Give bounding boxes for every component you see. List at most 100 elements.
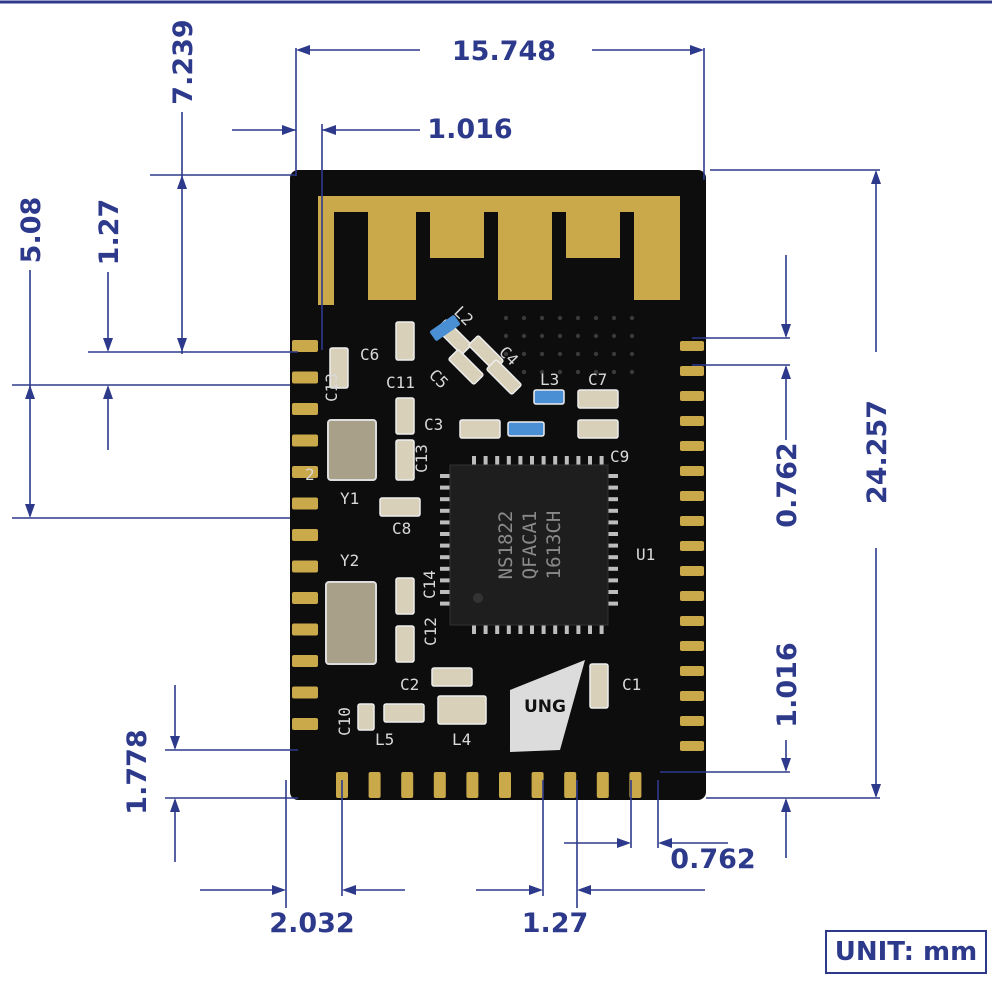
dim-bottom-pitch: 1.27 bbox=[522, 908, 589, 939]
left-pads bbox=[292, 340, 318, 730]
chip-pin bbox=[440, 532, 450, 536]
via bbox=[521, 333, 527, 339]
dimension-labels: 15.748 7.239 1.016 5.08 1.27 0.762 24.25… bbox=[16, 19, 893, 939]
left-pad bbox=[292, 340, 318, 352]
chip-pin bbox=[553, 456, 558, 466]
left-pad bbox=[292, 466, 318, 478]
chip-pin bbox=[541, 456, 546, 466]
via bbox=[575, 315, 581, 321]
chip-pin1-dot bbox=[473, 593, 483, 603]
smd-component bbox=[507, 421, 545, 437]
right-pad bbox=[680, 566, 704, 576]
silk-c6: C6 bbox=[360, 345, 379, 364]
silk-l5: L5 bbox=[375, 730, 394, 749]
chip-pin bbox=[608, 532, 618, 536]
left-pad bbox=[292, 403, 318, 415]
chip-pin bbox=[576, 456, 581, 466]
bottom-pad bbox=[629, 772, 642, 798]
chip-pin bbox=[440, 590, 450, 594]
silk-c1: C1 bbox=[622, 675, 641, 694]
via bbox=[503, 333, 509, 339]
chip-pin bbox=[608, 543, 618, 548]
right-pad bbox=[680, 391, 704, 401]
dim-right-bottom: 1.016 bbox=[772, 642, 803, 727]
via bbox=[575, 351, 581, 357]
smd-component bbox=[395, 397, 415, 435]
chip-pin bbox=[483, 456, 488, 466]
via bbox=[629, 315, 635, 321]
chip-pin bbox=[588, 624, 592, 634]
via bbox=[611, 369, 617, 375]
chip-pin bbox=[541, 624, 546, 634]
chip-pin bbox=[608, 590, 618, 594]
dimension-arrows bbox=[25, 45, 881, 895]
main-chip: NS1822 QFACA1 1613CH bbox=[440, 456, 618, 634]
bottom-pad bbox=[401, 772, 414, 798]
smd-component bbox=[357, 703, 375, 731]
module-board: NS1822 QFACA1 1613CH C6 C13 C11 C3 C13 C… bbox=[290, 170, 706, 800]
chip-pin bbox=[530, 456, 534, 466]
dim-left-span: 5.08 bbox=[16, 197, 47, 264]
right-pads bbox=[680, 341, 704, 751]
chip-pin bbox=[440, 508, 450, 513]
via bbox=[521, 369, 527, 375]
silk-c12: C12 bbox=[421, 617, 440, 646]
smd-component bbox=[383, 703, 425, 723]
smd-component bbox=[437, 695, 487, 725]
smd-component bbox=[589, 663, 609, 709]
chip-pin bbox=[495, 456, 500, 466]
via bbox=[575, 369, 581, 375]
chip-pin bbox=[608, 485, 618, 490]
via bbox=[629, 333, 635, 339]
chip-pin bbox=[608, 566, 618, 571]
via bbox=[593, 315, 599, 321]
left-pad bbox=[292, 560, 318, 573]
left-pad bbox=[292, 592, 318, 604]
right-pad bbox=[680, 366, 704, 376]
bottom-pad bbox=[368, 772, 381, 798]
silk-c11: C11 bbox=[386, 373, 415, 392]
dim-total-height: 24.257 bbox=[862, 400, 893, 504]
via bbox=[629, 351, 635, 357]
silk-c13: C13 bbox=[322, 373, 341, 402]
chip-pin bbox=[440, 485, 450, 490]
dim-top-offset: 7.239 bbox=[168, 19, 199, 104]
chip-pin bbox=[599, 456, 604, 466]
silk-c8: C8 bbox=[392, 519, 411, 538]
right-pad bbox=[680, 516, 704, 526]
via bbox=[521, 315, 527, 321]
crystal-y2 bbox=[325, 581, 377, 665]
silk-c7: C7 bbox=[588, 370, 607, 389]
silk-c2: C2 bbox=[400, 675, 419, 694]
via bbox=[521, 351, 527, 357]
via bbox=[539, 315, 545, 321]
via bbox=[611, 351, 617, 357]
right-pad bbox=[680, 741, 704, 751]
chip-pin bbox=[440, 543, 450, 548]
unit-label: UNIT: mm bbox=[825, 930, 987, 974]
bottom-pad bbox=[531, 772, 544, 798]
chip-pin bbox=[440, 566, 450, 571]
smd-component bbox=[430, 315, 460, 341]
chip-pin bbox=[440, 520, 450, 525]
bottom-pad bbox=[466, 772, 479, 798]
left-pad bbox=[292, 371, 318, 384]
left-pad bbox=[292, 529, 318, 541]
via bbox=[557, 369, 563, 375]
chip-pin bbox=[608, 520, 618, 525]
bottom-pad bbox=[433, 772, 446, 798]
bottom-pad bbox=[499, 772, 511, 798]
silk-c13b: C13 bbox=[412, 444, 431, 473]
via bbox=[503, 351, 509, 357]
via bbox=[503, 315, 509, 321]
silk-c3: C3 bbox=[424, 415, 443, 434]
chip-pin bbox=[440, 601, 450, 606]
smd-component bbox=[329, 347, 349, 389]
via bbox=[557, 351, 563, 357]
left-pad bbox=[292, 497, 318, 510]
silk-y1: Y1 bbox=[340, 489, 359, 508]
chip-pin bbox=[440, 497, 450, 502]
smd-component bbox=[395, 625, 415, 663]
silk-y2: Y2 bbox=[340, 551, 359, 570]
